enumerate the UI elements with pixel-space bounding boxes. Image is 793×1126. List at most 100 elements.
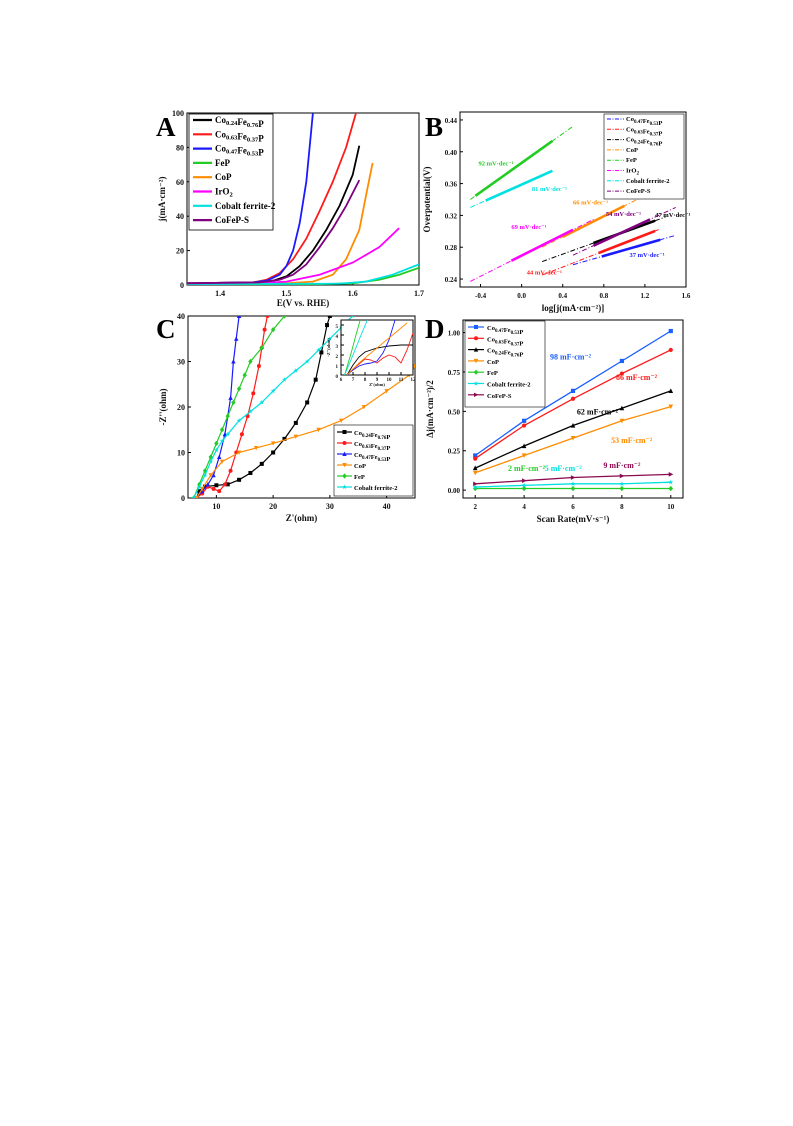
marker-circle	[222, 482, 227, 487]
marker-triangle	[668, 388, 674, 393]
marker-diamond	[570, 485, 576, 492]
x-axis-title: Scan Rate(mV·s⁻¹)	[537, 514, 610, 524]
marker-star	[219, 438, 225, 444]
x-tick-label: 1.6	[682, 292, 691, 300]
marker-star	[202, 472, 208, 478]
marker-triangle-down	[316, 427, 321, 433]
slope-label: 66 mV·dec⁻¹	[573, 199, 608, 206]
x-tick-label: 6	[571, 503, 575, 511]
series-line-Co47	[196, 316, 240, 498]
marker-triangle	[472, 465, 478, 471]
x-tick-label: 8	[620, 503, 624, 511]
marker-circle	[619, 371, 624, 376]
series-line-CoP	[195, 365, 415, 498]
marker-square	[305, 400, 310, 405]
legend-box	[464, 320, 546, 408]
series-d: 98 mF·cm⁻²86 mF·cm⁻²62 mF·cm⁻²53 mF·cm⁻²…	[472, 328, 674, 492]
marker-triangle-down	[219, 459, 225, 464]
x-tick-label: 1.5	[281, 289, 291, 298]
x-tick-label: 9	[376, 378, 379, 383]
y-axis-title: Overpotential(V)	[422, 167, 432, 233]
fit-line-CoFePS	[572, 207, 676, 256]
legend-label: CoFeP-S	[626, 188, 651, 195]
marker-star	[208, 459, 214, 464]
y-tick-label: 5	[336, 325, 339, 330]
legend-label-part: Co	[487, 348, 495, 355]
legend-label-part: CoP	[354, 463, 366, 470]
marker-circle	[228, 468, 233, 473]
y-tick-label: 4	[336, 335, 339, 340]
legend-label-part: Co	[215, 144, 226, 154]
legend-label: IrO2	[626, 168, 639, 177]
y-tick-label: 0.25	[448, 448, 461, 456]
legend-label: Co0.47Fe0.53P	[487, 325, 523, 336]
legend-label-subscript: 0.37	[511, 342, 520, 347]
x-axis-title: Z'(ohm)	[369, 382, 385, 387]
legend-label: CoFeP-S	[487, 393, 512, 400]
y-tick-label: 0.50	[448, 408, 461, 416]
marker-triangle-down	[208, 473, 213, 478]
capacitance-label: 53 mF·cm⁻²	[611, 436, 653, 445]
legend-label-subscript: 0.76	[247, 122, 259, 129]
series-line-FeP	[193, 316, 285, 498]
x-tick-label: 2	[473, 503, 477, 511]
marker-triangle	[231, 359, 236, 364]
legend-label: Cobalt ferrite-2	[354, 485, 398, 492]
marker-circle	[256, 364, 261, 369]
marker-square	[225, 482, 230, 487]
legend-label-subscript: 0.24	[495, 352, 504, 357]
y-tick-label: 30	[177, 358, 185, 367]
x-axis-title: Z'(ohm)	[286, 513, 318, 523]
marker-diamond	[668, 485, 674, 492]
legend-label-subscript: 0.24	[362, 434, 371, 439]
slope-label: 37 mV·dec⁻¹	[630, 252, 665, 259]
marker-star	[270, 388, 276, 394]
legend-label-part: P	[658, 141, 662, 148]
marker-diamond	[270, 327, 276, 333]
y-tick-label: 0.36	[445, 181, 458, 189]
legend-label-subscript: 0.24	[226, 120, 238, 127]
legend-label: Co0.47Fe0.53P	[215, 144, 264, 158]
marker-triangle-right	[522, 478, 527, 483]
y-tick-label: 0.75	[448, 369, 461, 377]
y-axis-title: -Z''(ohm)	[158, 388, 168, 425]
legend-label-subscript: 0.47	[226, 149, 238, 156]
legend-label-part: FeP	[354, 474, 365, 481]
x-tick-label: 11	[399, 378, 404, 383]
marker-circle	[262, 327, 267, 332]
legend-label-part: Fe	[371, 454, 378, 461]
marker-triangle	[236, 316, 242, 318]
legend-label: Co0.47Fe0.53P	[354, 452, 390, 463]
slope-label: 44 mV·dec⁻¹	[527, 269, 562, 276]
y-axis-title: -Z''(ohm)	[326, 338, 331, 357]
legend-label-part: P	[258, 133, 264, 143]
marker-triangle-right	[668, 472, 674, 477]
marker-triangle-right	[474, 392, 479, 397]
capacitance-label: 62 mF·cm⁻²	[577, 408, 619, 417]
marker-square	[325, 323, 330, 328]
y-tick-label: 10	[177, 449, 185, 458]
slope-label: 92 mV·dec⁻¹	[478, 160, 513, 167]
legend-label-subscript: 0.63	[634, 130, 643, 135]
legend-label: FeP	[354, 474, 365, 481]
marker-star	[342, 484, 347, 490]
legend-label-subscript: 2	[636, 172, 639, 177]
marker-triangle-down	[521, 453, 527, 458]
legend-label-part: Co	[626, 126, 634, 133]
legend-label: FeP	[215, 158, 230, 168]
marker-star	[521, 482, 527, 488]
marker-square	[668, 328, 673, 334]
marker-star	[293, 368, 299, 373]
marker-triangle	[211, 472, 216, 478]
marker-square	[342, 430, 347, 434]
legend-box	[603, 113, 685, 200]
series-line-IrO2	[187, 227, 400, 285]
y-tick-label: 0.44	[445, 117, 458, 125]
legend-label: Co0.24Fe0.76P	[354, 430, 390, 441]
legend-label: Co0.63Fe0.37P	[215, 129, 264, 143]
marker-square	[619, 358, 624, 364]
